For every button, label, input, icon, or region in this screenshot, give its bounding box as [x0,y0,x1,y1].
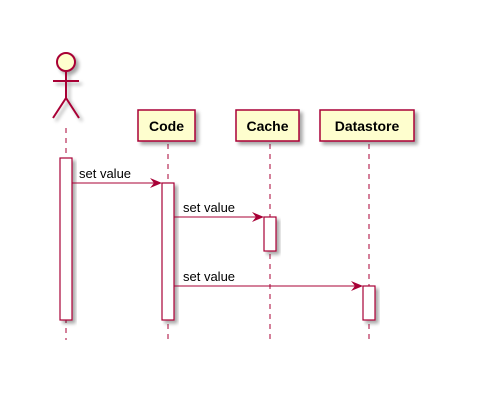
message-label-3: set value [183,269,235,284]
message-3: set value [174,269,363,291]
participant-label-datastore: Datastore [335,118,400,134]
message-label-1: set value [79,166,131,181]
participant-label-cache: Cache [246,118,288,134]
activation-datastore [362,285,376,321]
activation-actor [59,157,73,321]
arrowhead-icon [351,281,363,291]
stick-figure-icon [52,52,80,119]
arrowhead-icon [252,212,264,222]
lifelines [65,128,370,340]
activation-code [161,182,175,321]
actor-head [56,52,76,72]
actor-left-leg [52,97,67,119]
participant-code: Code [137,109,196,142]
actor-right-leg [65,97,80,119]
participant-label-code: Code [149,118,184,134]
arrowhead-icon [150,178,162,188]
participant-cache: Cache [235,109,300,142]
message-label-2: set value [183,200,235,215]
message-1: set value [72,166,162,188]
activation-cache [263,216,277,252]
message-2: set value [174,200,264,222]
activations [59,157,376,321]
participant-datastore: Datastore [319,109,415,142]
